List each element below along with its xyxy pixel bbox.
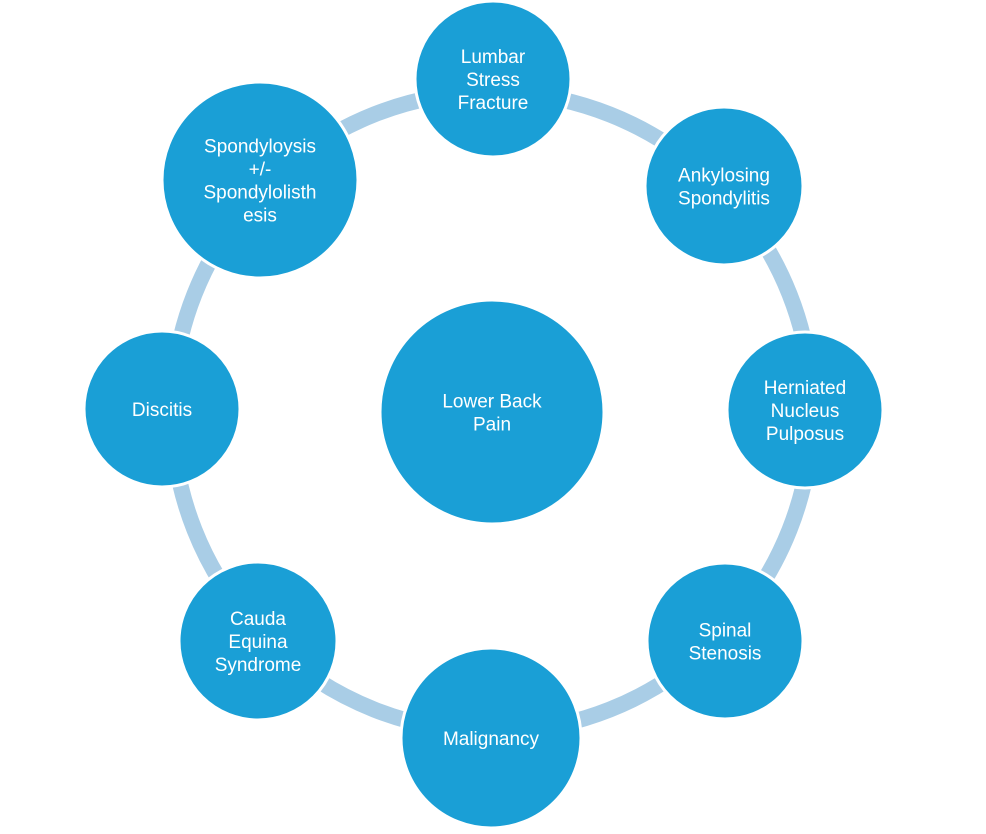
node-label-spinal-stenosis-line: Stenosis [689,644,762,665]
node-label-lumbar-stress-fracture-line: Lumbar [461,47,526,68]
node-circle-discitis [82,329,242,489]
node-label-ankylosing-spondylitis-line: Ankylosing [678,166,770,187]
node-label-spondylolysis-spondylolisthesis-line: +/- [249,160,272,181]
node-label-discitis-line: Discitis [132,400,192,421]
node-label-spondylolysis-spondylolisthesis-line: Spondylolisth [203,183,316,204]
node-label-cauda-equina-syndrome-line: Equina [228,632,288,653]
node-label-herniated-nucleus-pulposus-line: Nucleus [771,401,840,422]
node-circle-ankylosing-spondylitis [643,105,805,267]
node-label-cauda-equina-syndrome-line: Cauda [230,609,286,630]
node-circle-spondylolysis-spondylolisthesis [160,80,360,280]
node-circle-cauda-equina-syndrome [177,560,339,722]
node-label-malignancy-line: Malignancy [443,729,540,750]
node-label-spondylolysis-spondylolisthesis-line: Spondyloysis [204,137,316,158]
node-label-cauda-equina-syndrome-line: Syndrome [215,655,302,676]
node-label-herniated-nucleus-pulposus-line: Herniated [764,378,846,399]
node-circle-malignancy [399,646,583,830]
node-circle-herniated-nucleus-pulposus [725,330,885,490]
node-label-spinal-stenosis-line: Spinal [699,621,752,642]
node-label-lumbar-stress-fracture-line: Stress [466,70,520,91]
node-label-ankylosing-spondylitis-line: Spondylitis [678,189,770,210]
node-label-spondylolysis-spondylolisthesis-line: esis [243,206,277,227]
node-malignancy: Malignancy [399,646,583,830]
node-label-discitis: Discitis [132,400,192,421]
center-circle [378,298,606,526]
center-label-line: Lower Back [442,392,542,413]
node-circle-spinal-stenosis [645,561,805,721]
node-label-herniated-nucleus-pulposus-line: Pulposus [766,424,844,445]
node-discitis: Discitis [82,329,242,489]
node-label-lumbar-stress-fracture-line: Fracture [458,93,529,114]
node-circle-lumbar-stress-fracture [413,0,573,159]
center-label-line: Pain [473,415,511,436]
node-label-malignancy: Malignancy [443,729,540,750]
